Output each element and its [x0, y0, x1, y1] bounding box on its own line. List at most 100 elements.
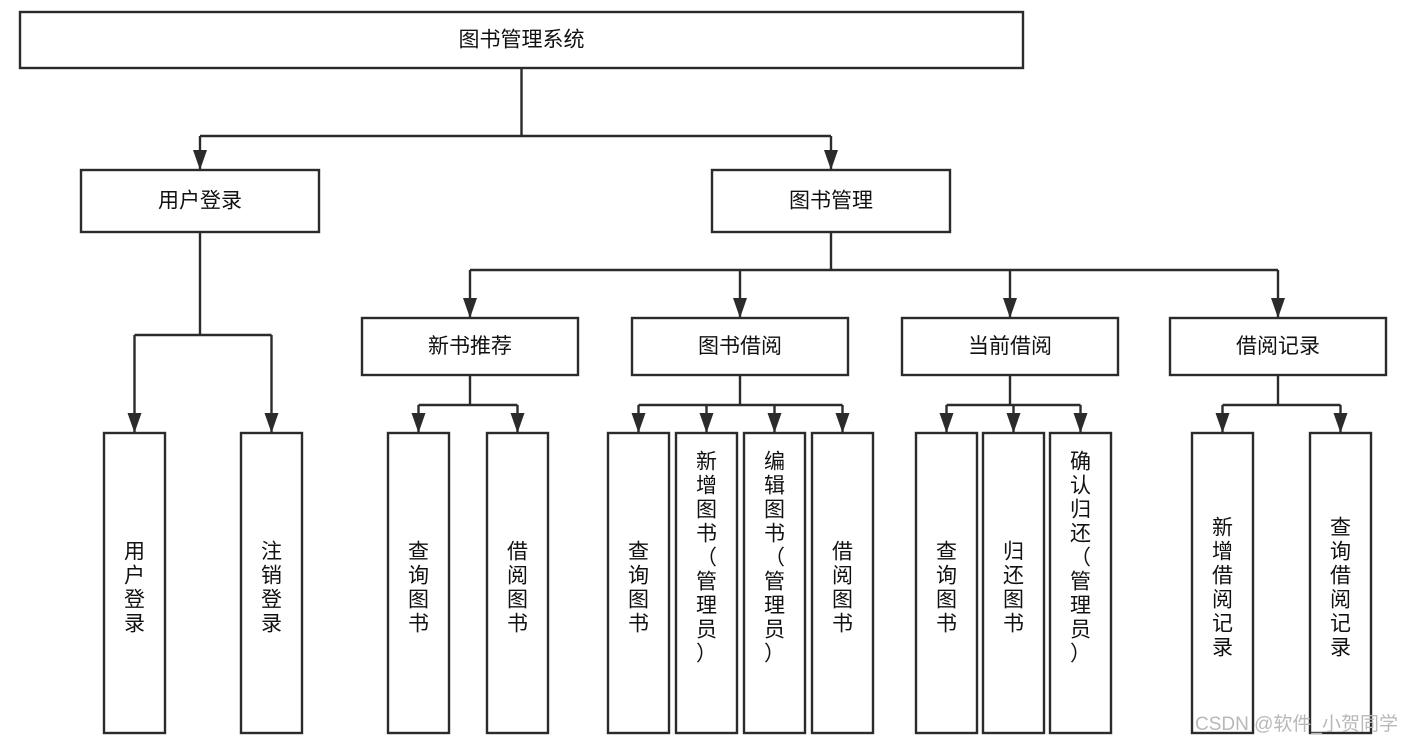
label-char: 阅: [1212, 589, 1233, 612]
arrow-head-icon: [1215, 413, 1230, 433]
arrow-head-icon: [1333, 413, 1348, 433]
node-leaf-user-1-box[interactable]: [239, 431, 304, 735]
label-char: 归: [1070, 499, 1091, 522]
label-char: 图: [408, 589, 429, 612]
node-leaf-3-0-box[interactable]: [1190, 431, 1255, 735]
label-char: 员: [764, 619, 785, 642]
arrow-head-icon: [1271, 298, 1285, 318]
arrow-head-icon: [264, 413, 279, 433]
node-l3-3-label: 借阅记录: [1236, 335, 1320, 358]
arrow-head-icon: [733, 298, 747, 318]
label-char: 书: [408, 613, 429, 636]
arrow-head-icon: [1003, 298, 1017, 318]
node-l3-2-label: 当前借阅: [968, 335, 1052, 358]
node-leaf-1-2-box[interactable]: [742, 431, 807, 735]
label-char: 图: [507, 589, 528, 612]
label-char: 户: [124, 565, 145, 588]
label-char: 借: [1212, 565, 1233, 588]
label-char: 询: [936, 565, 957, 588]
label-char: 增: [696, 475, 717, 498]
label-char: ）: [764, 643, 785, 666]
label-char: 询: [408, 565, 429, 588]
node-leaf-1-3-box[interactable]: [810, 431, 875, 735]
node-root-box[interactable]: [18, 10, 1025, 70]
label-char: 图: [764, 499, 785, 522]
label-char: 员: [696, 619, 717, 642]
node-leaf-2-1-box[interactable]: [981, 431, 1046, 735]
arrow-head-icon: [824, 150, 838, 170]
arrow-head-icon: [699, 413, 714, 433]
label-char: 登: [261, 589, 282, 612]
node-leaf-0-1-box[interactable]: [485, 431, 550, 735]
arrow-head-icon: [631, 413, 646, 433]
label-char: （: [696, 547, 717, 570]
label-char: 管: [696, 571, 717, 594]
label-char: 查: [936, 541, 957, 564]
label-char: 用: [124, 541, 145, 564]
node-l3-2-box[interactable]: [900, 316, 1120, 377]
node-l3-3-box[interactable]: [1168, 316, 1388, 377]
node-l2-1-box[interactable]: [710, 168, 952, 234]
label-char: 询: [628, 565, 649, 588]
arrow-head-icon: [127, 413, 142, 433]
node-leaf-2-0-box[interactable]: [914, 431, 979, 735]
label-char: ）: [1070, 643, 1091, 666]
label-char: 图: [936, 589, 957, 612]
node-leaf-1-0-box[interactable]: [606, 431, 671, 735]
label-char: 阅: [507, 565, 528, 588]
label-char: 还: [1070, 523, 1091, 546]
label-char: 录: [124, 613, 145, 636]
node-leaf-3-1-box[interactable]: [1308, 431, 1373, 735]
label-char: 图: [832, 589, 853, 612]
label-char: 新: [696, 451, 717, 474]
label-char: 理: [696, 595, 717, 618]
label-char: 注: [261, 541, 282, 564]
arrow-head-icon: [1073, 413, 1088, 433]
label-char: 书: [832, 613, 853, 636]
label-char: ）: [696, 643, 717, 666]
arrow-head-icon: [463, 298, 477, 318]
label-char: 录: [261, 613, 282, 636]
arrow-head-icon: [510, 413, 525, 433]
node-l3-0-box[interactable]: [360, 316, 580, 377]
node-l3-1-label: 图书借阅: [698, 335, 782, 358]
label-char: 理: [1070, 595, 1091, 618]
label-char: 记: [1212, 613, 1233, 636]
node-leaf-user-0-label: 用户登录: [124, 541, 145, 636]
label-char: 还: [1003, 565, 1024, 588]
node-l2-0-box[interactable]: [79, 168, 321, 234]
csdn-watermark: CSDN @软件_小贺同学: [1195, 713, 1398, 735]
label-char: 阅: [832, 565, 853, 588]
node-l3-1-box[interactable]: [630, 316, 850, 377]
label-char: 书: [507, 613, 528, 636]
label-char: 录: [1212, 637, 1233, 660]
node-leaf-2-2-box[interactable]: [1048, 431, 1113, 735]
label-char: 查: [628, 541, 649, 564]
arrow-head-icon: [767, 413, 782, 433]
connector-lines-group: [127, 68, 1348, 433]
node-leaf-1-1-box[interactable]: [674, 431, 739, 735]
label-char: 图: [628, 589, 649, 612]
arrow-head-icon: [835, 413, 850, 433]
arrow-head-icon: [193, 150, 207, 170]
node-l2-0-label: 用户登录: [158, 190, 242, 213]
label-char: 图: [1003, 589, 1024, 612]
node-leaf-user-0-box[interactable]: [102, 431, 167, 735]
node-root-label: 图书管理系统: [459, 29, 585, 52]
label-char: 登: [124, 589, 145, 612]
label-char: 归: [1003, 541, 1024, 564]
node-leaf-0-0-box[interactable]: [386, 431, 451, 735]
label-char: 录: [1330, 637, 1351, 660]
label-char: 增: [1212, 541, 1233, 564]
label-char: 查: [1330, 517, 1351, 540]
label-char: 管: [1070, 571, 1091, 594]
